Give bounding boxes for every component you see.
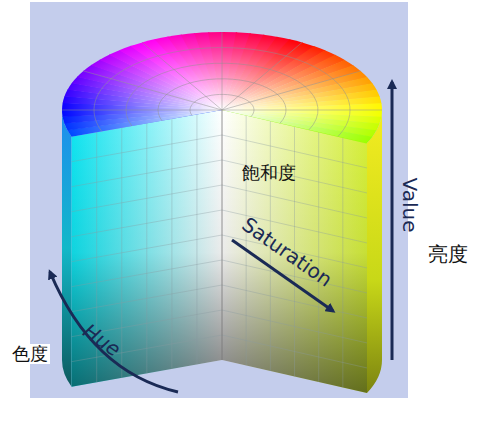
grid-spoke: [222, 110, 382, 111]
cut-face-shade: [222, 110, 367, 393]
grid-line: [72, 135, 222, 162]
grid-spoke: [222, 32, 223, 110]
grid-line: [222, 335, 367, 368]
grid-line: [72, 160, 222, 187]
cut-face: [222, 110, 367, 393]
grid-line: [222, 160, 367, 193]
grid-spoke: [222, 42, 302, 110]
grid-line: [72, 210, 222, 237]
grid-line: [222, 185, 367, 218]
grid-spoke: [142, 42, 222, 110]
background-panel: [30, 2, 408, 398]
cut-face: [72, 110, 222, 387]
top-saturation: [62, 32, 382, 143]
grid-line: [72, 235, 222, 262]
grid-line: [72, 260, 222, 287]
grid-spoke: [62, 110, 222, 111]
axis-name: 亮度: [428, 243, 468, 265]
grid-spoke: [83, 71, 222, 110]
cylinder-side: [367, 110, 382, 393]
axis-name: 飽和度: [242, 163, 296, 183]
grid-line: [222, 285, 367, 318]
hue-arrow: [50, 272, 178, 392]
axis-name: 色度: [10, 344, 50, 364]
grid-line: [222, 310, 367, 343]
grid-line: [72, 285, 222, 312]
grid-spoke: [222, 71, 361, 110]
axis-edge: [222, 110, 223, 360]
value-arrow: [391, 82, 394, 360]
axis-name: Value: [399, 178, 421, 233]
grid-line: [72, 185, 222, 212]
cut-face-shade: [72, 110, 222, 387]
cylinder-side: [62, 110, 72, 387]
